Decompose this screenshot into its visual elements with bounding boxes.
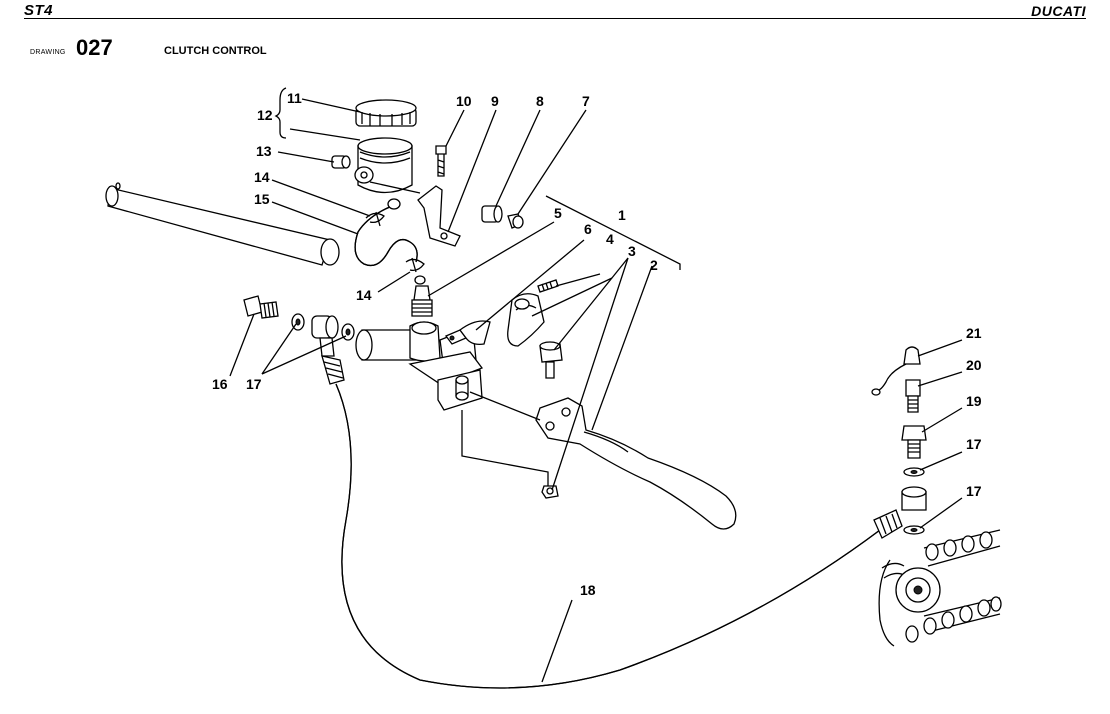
page-header: ST4 DUCATI bbox=[0, 0, 1110, 22]
drive-chain bbox=[905, 529, 1002, 643]
banjo-bolt bbox=[243, 295, 279, 319]
bleed-valve bbox=[905, 379, 921, 413]
callout-17: 17 bbox=[966, 483, 982, 499]
banjo-union bbox=[311, 315, 339, 357]
group-bracket-12 bbox=[274, 87, 287, 139]
callout-2: 2 bbox=[650, 257, 658, 273]
callout-15: 15 bbox=[254, 191, 270, 207]
sealing-washer bbox=[903, 525, 925, 535]
callout-18: 18 bbox=[580, 582, 596, 598]
callout-8: 8 bbox=[536, 93, 544, 109]
handlebar-clamp bbox=[507, 279, 559, 347]
pivot-bolt bbox=[539, 341, 563, 499]
callout-11: 11 bbox=[287, 90, 302, 106]
engine-sprocket bbox=[878, 559, 941, 647]
drawing-label: DRAWING bbox=[30, 49, 66, 56]
grommet bbox=[331, 155, 351, 169]
callout-6: 6 bbox=[584, 221, 592, 237]
callout-21: 21 bbox=[966, 325, 982, 341]
hose-fitting bbox=[411, 285, 433, 317]
callout-5: 5 bbox=[554, 205, 562, 221]
brand-logo: DUCATI bbox=[1031, 3, 1086, 19]
callout-14: 14 bbox=[254, 169, 270, 185]
callout-20: 20 bbox=[966, 357, 982, 373]
master-cylinder bbox=[355, 320, 491, 411]
callout-9: 9 bbox=[491, 93, 499, 109]
callout-19: 19 bbox=[966, 393, 982, 409]
assembly-guide-line bbox=[469, 391, 541, 421]
drawing-number: 027 bbox=[76, 35, 113, 60]
callout-14: 14 bbox=[356, 287, 372, 303]
reservoir-bracket bbox=[417, 145, 461, 247]
banjo-screw bbox=[481, 205, 524, 229]
callout-16: 16 bbox=[212, 376, 228, 392]
callout-10: 10 bbox=[456, 93, 472, 109]
callout-17: 17 bbox=[246, 376, 262, 392]
callout-17: 17 bbox=[966, 436, 982, 452]
reservoir-cap bbox=[355, 99, 417, 127]
assembly-guide-line bbox=[461, 410, 549, 486]
drawing-title: CLUTCH CONTROL bbox=[164, 45, 267, 57]
clutch-lever bbox=[535, 397, 737, 530]
reservoir bbox=[354, 137, 421, 194]
handlebar-tube bbox=[105, 182, 340, 266]
callout-12: 12 bbox=[257, 107, 273, 123]
callout-1: 1 bbox=[618, 207, 626, 223]
union-bolt bbox=[901, 425, 927, 459]
callout-3: 3 bbox=[628, 243, 636, 259]
callout-13: 13 bbox=[256, 143, 272, 159]
callout-4: 4 bbox=[606, 231, 614, 247]
bleed-cap bbox=[871, 346, 921, 396]
callout-7: 7 bbox=[582, 93, 590, 109]
reservoir-hose bbox=[354, 198, 426, 285]
header-divider bbox=[24, 18, 1086, 19]
group-bracket-1 bbox=[545, 195, 681, 270]
leader-lines bbox=[229, 98, 963, 683]
clutch-hose bbox=[321, 355, 903, 689]
sealing-washer bbox=[903, 467, 925, 477]
model-name: ST4 bbox=[24, 2, 54, 19]
banjo-union bbox=[901, 486, 927, 511]
callout-labels: 1 2 3 4 5 6 7 8 9 10 11 12 13 14 14 15 1… bbox=[212, 90, 982, 598]
